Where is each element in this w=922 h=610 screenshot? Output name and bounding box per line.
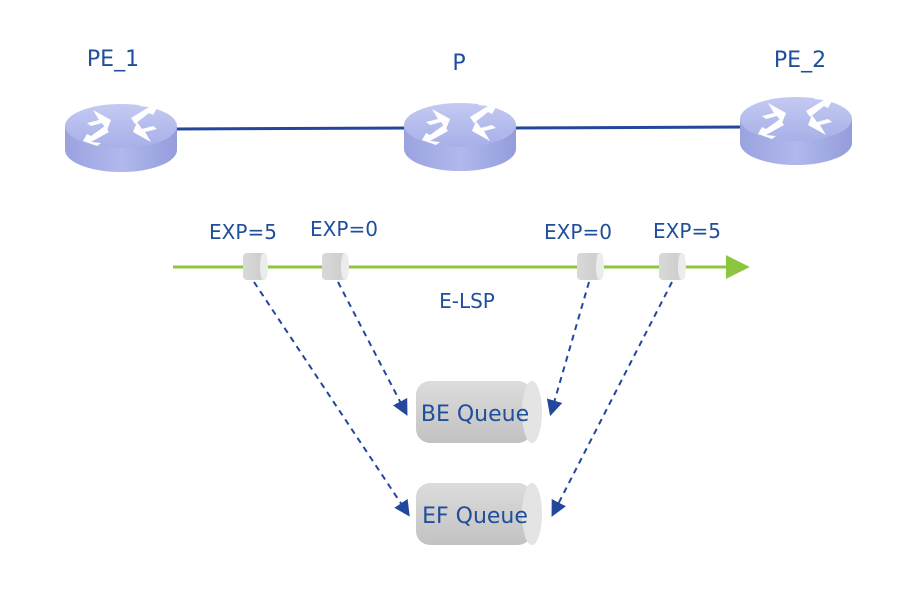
arrow-exp0-in-to-be <box>337 281 408 416</box>
router-pe1[interactable] <box>65 103 177 172</box>
queue-mapping-arrows <box>253 281 673 517</box>
packet-marker-1 <box>243 253 268 280</box>
arrow-exp0-out-from-be <box>546 281 590 417</box>
arrow-exp5-in-to-ef <box>253 281 410 517</box>
packet-marker-4 <box>659 253 686 280</box>
router-pe1-label: PE_1 <box>87 47 139 72</box>
router-links <box>171 125 746 131</box>
elsp-label: E-LSP <box>439 289 495 313</box>
be-queue: BE Queue <box>416 381 542 443</box>
arrow-exp5-out-from-ef <box>551 281 673 517</box>
router-pe2[interactable] <box>740 96 852 165</box>
packet-marker-3 <box>577 253 604 280</box>
packet-marker-2 <box>322 253 349 280</box>
ef-queue-label: EF Queue <box>422 504 528 529</box>
router-p[interactable] <box>404 102 516 171</box>
router-pe2-label: PE_2 <box>774 48 826 73</box>
exp-label-1: EXP=5 <box>209 220 277 244</box>
router-p-label: P <box>452 51 465 76</box>
exp-label-2: EXP=0 <box>310 217 378 241</box>
link-pe1-p <box>171 126 411 131</box>
exp-label-3: EXP=0 <box>544 220 612 244</box>
be-queue-label: BE Queue <box>421 402 529 427</box>
link-p-pe2 <box>511 125 746 130</box>
exp-label-4: EXP=5 <box>653 219 721 243</box>
ef-queue: EF Queue <box>416 483 542 545</box>
